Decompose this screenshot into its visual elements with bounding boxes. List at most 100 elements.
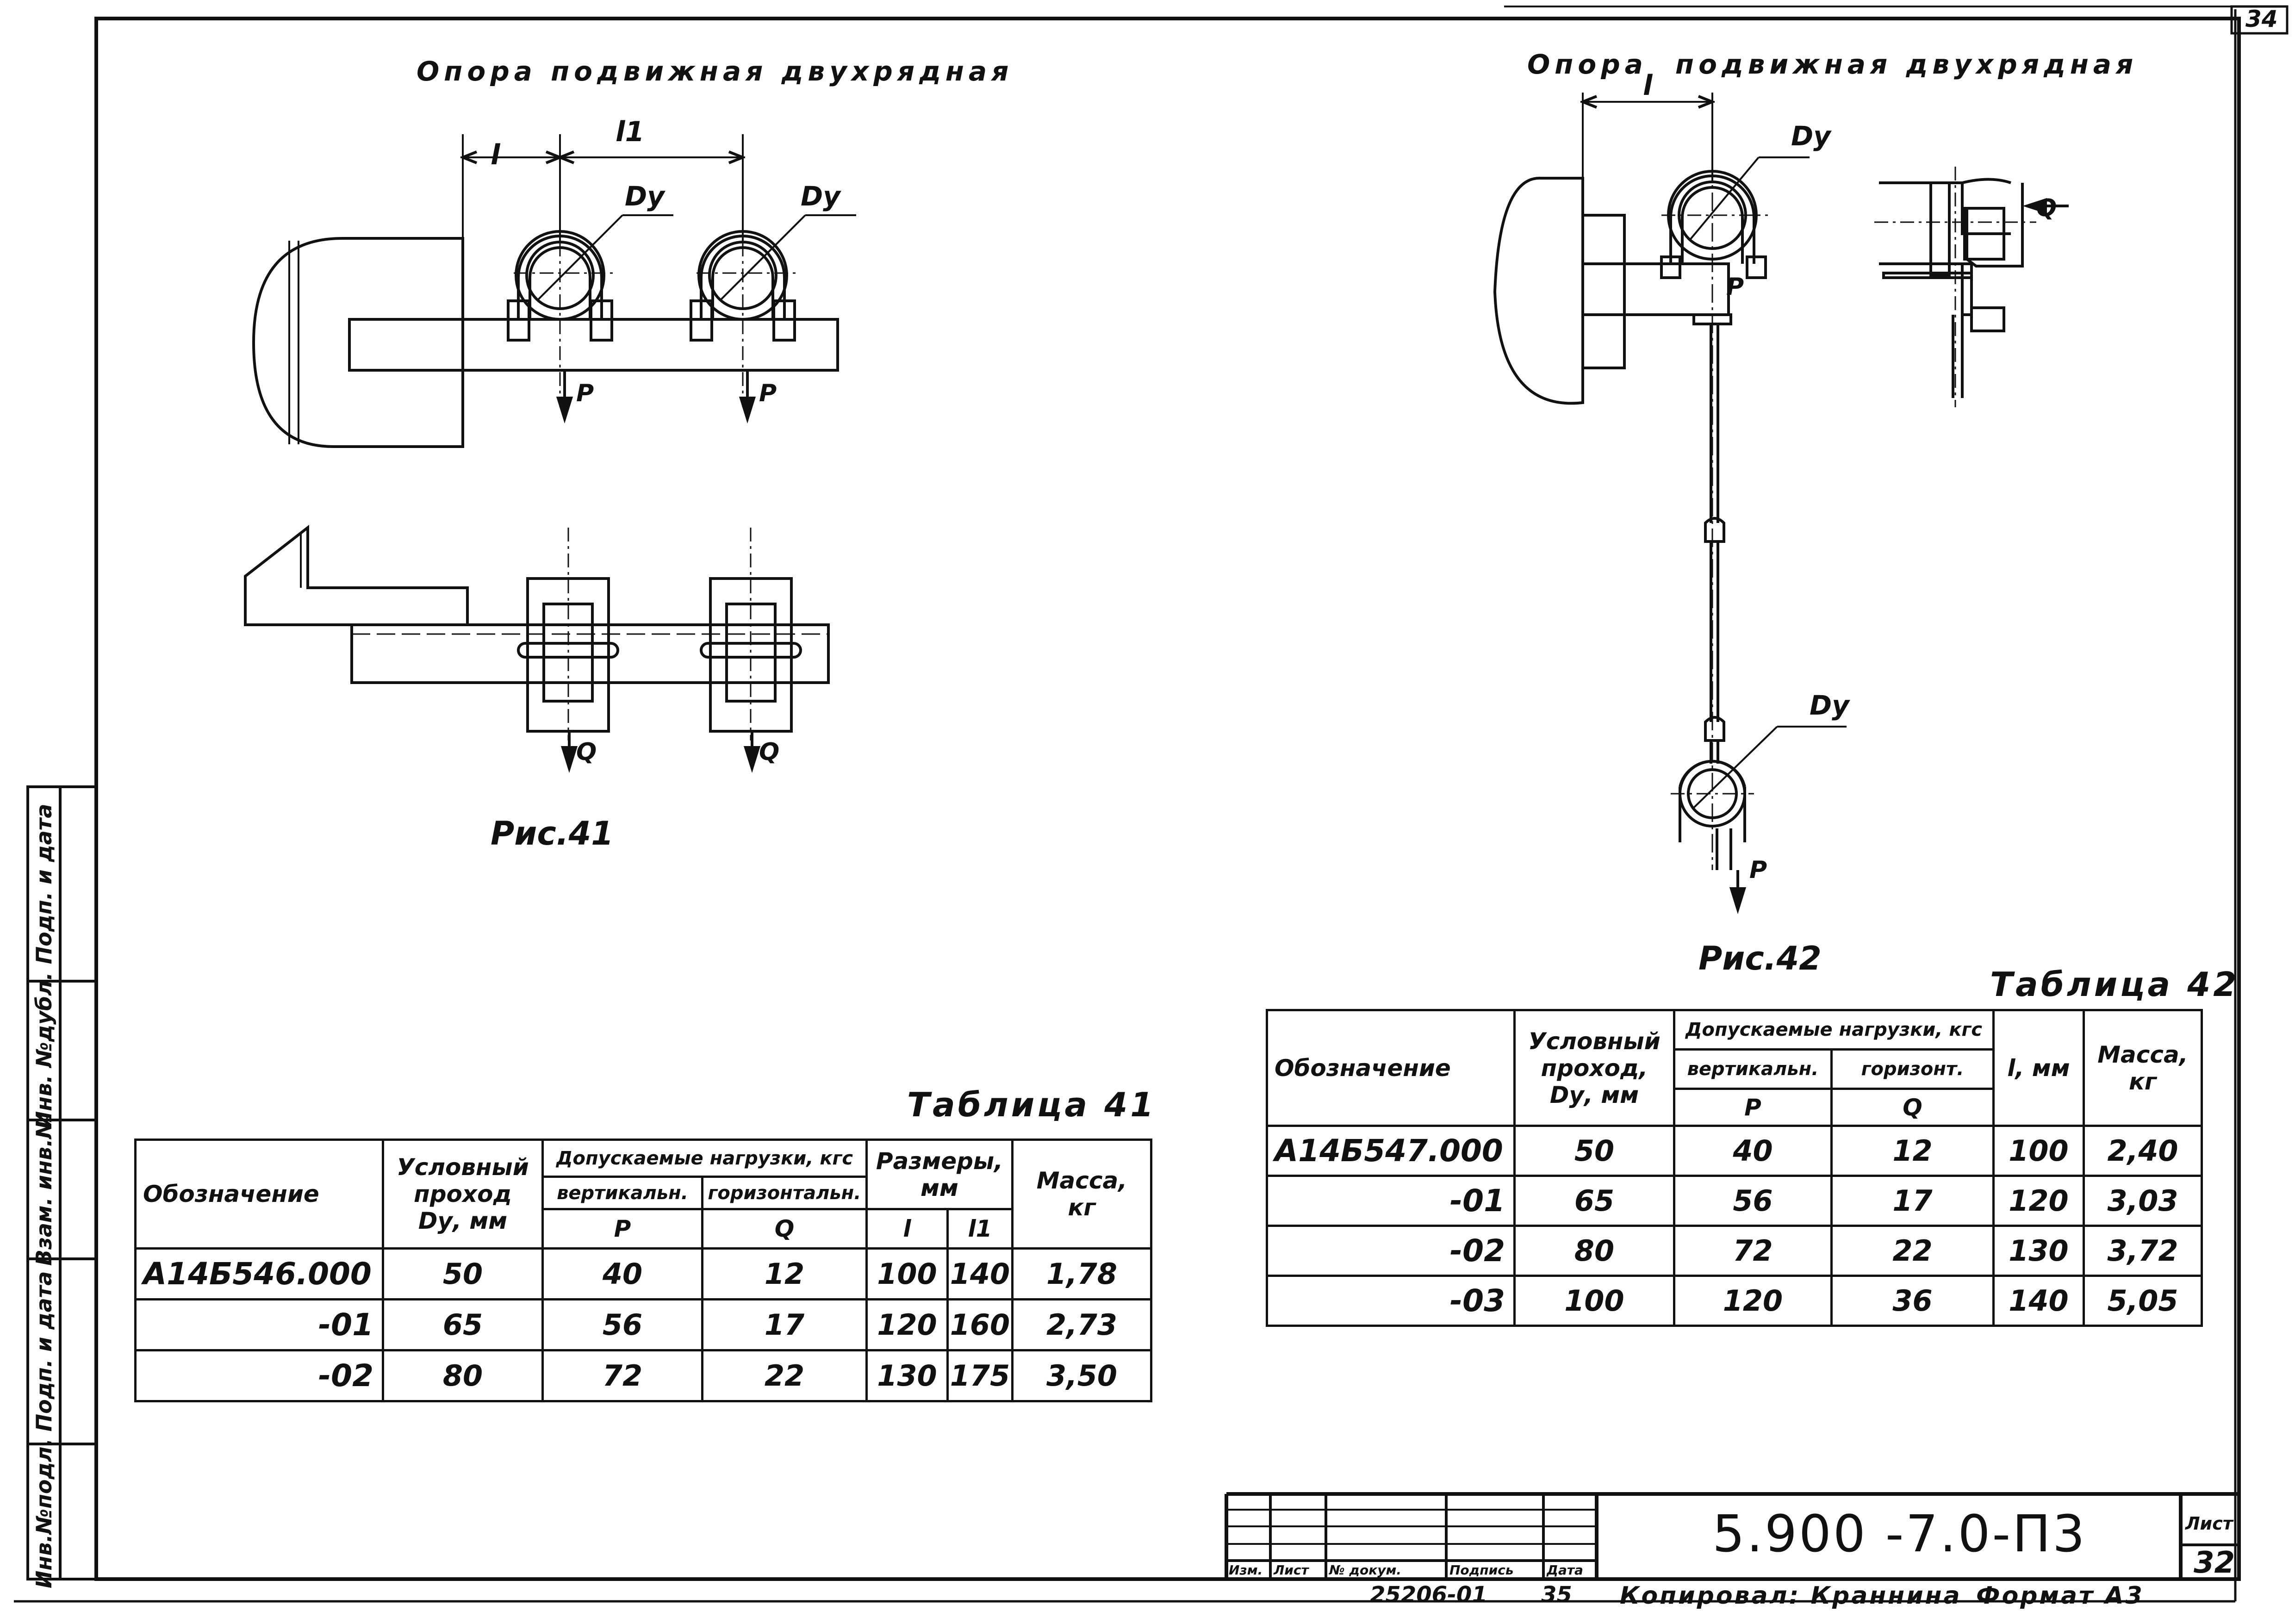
table41-header-mass: Масса, кг (1011, 1139, 1152, 1250)
table42: Обозначение Условный проход, Dу, мм Допу… (1266, 1009, 2203, 1327)
footer-code: 25206-01 (1370, 1582, 1487, 1608)
table42-cell-designation: -03 (1266, 1275, 1516, 1327)
table41-cell-l1: 140 (946, 1247, 1014, 1300)
table41-header-p: P (541, 1208, 703, 1250)
table41-header-l: l (865, 1208, 949, 1250)
table42-cell-mass: 5,05 (2083, 1275, 2203, 1327)
table42-cell-p: 40 (1673, 1125, 1833, 1177)
table41-cell-l: 120 (865, 1298, 949, 1351)
table42-header-loads: Допускаемые нагрузки, кгс (1673, 1009, 1995, 1051)
table41-header-nominal-line3: Dу, мм (418, 1207, 508, 1234)
table42-cell-mass: 3,03 (2083, 1175, 2203, 1227)
table41-cell-l1: 175 (946, 1349, 1014, 1402)
table41-cell-designation: -01 (134, 1298, 384, 1351)
table41-header-nominal: Условный проход Dу, мм (382, 1139, 544, 1250)
table41: Обозначение Условный проход Dу, мм Допус… (134, 1139, 1152, 1402)
side-stamp-inv-no: Инв.№подл. (31, 1438, 56, 1588)
table42-header-p: P (1673, 1088, 1833, 1127)
table42-header-mass-line2: кг (2128, 1068, 2157, 1095)
title-col-label-signature: Подпись (1449, 1562, 1514, 1578)
fig41-dim-l: l (491, 139, 500, 171)
fig42-p-label-bottom: P (1749, 856, 1767, 884)
table42-cell-p: 72 (1673, 1225, 1833, 1277)
table42-header-mass: Масса, кг (2083, 1009, 2203, 1127)
table41-header-q: Q (701, 1208, 868, 1250)
table42-cell-dy: 80 (1513, 1225, 1675, 1277)
table41-cell-q: 22 (701, 1349, 868, 1402)
sheet-label: Лист (2185, 1513, 2233, 1534)
sheet-format: Формат А3 (1976, 1582, 2144, 1610)
fig42-view (1493, 93, 2069, 915)
table42-header-vertical: вертикальн. (1673, 1048, 1833, 1090)
table-row: А14Б547.000 50 40 12 100 2,40 (1266, 1125, 2203, 1177)
table42-cell-dy: 50 (1513, 1125, 1675, 1177)
table-row: -01 65 56 17 120 160 2,73 (134, 1298, 1152, 1351)
footer-num: 35 (1541, 1582, 1572, 1608)
fig42-dim-l: l (1643, 69, 1653, 102)
table42-cell-designation: -01 (1266, 1175, 1516, 1227)
table42-name: Таблица 42 (1990, 965, 2239, 1004)
table42-cell-l: 140 (1992, 1275, 2085, 1327)
table42-cell-q: 22 (1830, 1225, 1995, 1277)
fig42-p-label-top: P (1726, 273, 1744, 301)
table41-cell-mass: 1,78 (1011, 1247, 1152, 1300)
fig41-q-label-1: Q (576, 738, 597, 766)
table42-header-nominal-line2: проход, (1541, 1054, 1648, 1082)
table42-cell-q: 36 (1830, 1275, 1995, 1327)
table41-name: Таблица 41 (907, 1085, 1157, 1124)
fig42-caption: Рис.42 (1698, 940, 1822, 977)
table41-cell-mass: 3,50 (1011, 1349, 1152, 1402)
document-number: 5.900 -7.0-П3 (1712, 1504, 2087, 1563)
table41-cell-p: 56 (541, 1298, 703, 1351)
fig41-caption: Рис.41 (491, 815, 614, 852)
table41-cell-l1: 160 (946, 1298, 1014, 1351)
table42-cell-dy: 100 (1513, 1275, 1675, 1327)
fig42-title-part1: Опора (1527, 49, 1648, 80)
table41-cell-dy: 65 (382, 1298, 544, 1351)
side-stamp-dup-inv: Инв. №дубл. (31, 972, 56, 1129)
fig42-dy-label-top: Dу (1791, 120, 1831, 152)
title-block-frame (1225, 1492, 2239, 1579)
table-row: -01 65 56 17 120 3,03 (1266, 1175, 2203, 1227)
table41-header-dims-line2: мм (920, 1174, 958, 1201)
table41-header-designation: Обозначение (134, 1139, 384, 1250)
table41-header-horizontal: горизонтальн. (701, 1176, 868, 1210)
table41-header-dims: Размеры, мм (865, 1139, 1014, 1210)
table41-cell-designation: А14Б546.000 (134, 1247, 384, 1300)
table42-header-q: Q (1830, 1088, 1995, 1127)
table41-cell-l: 130 (865, 1349, 949, 1402)
table42-cell-mass: 2,40 (2083, 1125, 2203, 1177)
table41-cell-q: 17 (701, 1298, 868, 1351)
corner-number-box (2230, 5, 2289, 35)
table42-header-nominal: Условный проход, Dу, мм (1513, 1009, 1675, 1127)
table42-cell-q: 17 (1830, 1175, 1995, 1227)
table41-header-mass-line1: Масса, (1036, 1167, 1127, 1194)
table42-header-nominal-line3: Dу, мм (1549, 1081, 1639, 1108)
table42-header-horizontal: горизонт. (1830, 1048, 1995, 1090)
title-col-label-change: Изм. (1229, 1562, 1263, 1578)
fig41-p-label-1: P (576, 380, 594, 407)
table42-cell-l: 100 (1992, 1125, 2085, 1177)
table42-cell-q: 12 (1830, 1125, 1995, 1177)
table42-cell-p: 56 (1673, 1175, 1833, 1227)
table41-cell-mass: 2,73 (1011, 1298, 1152, 1351)
fig41-dim-l1: l1 (616, 116, 645, 148)
table41-header-vertical: вертикальн. (541, 1176, 703, 1210)
table42-cell-designation: А14Б547.000 (1266, 1125, 1516, 1177)
title-col-label-doc-no: № докум. (1329, 1562, 1402, 1578)
side-stamp-frame (26, 785, 98, 1580)
table41-cell-p: 40 (541, 1247, 703, 1300)
sheet-number: 32 (2194, 1546, 2235, 1580)
table41-cell-q: 12 (701, 1247, 868, 1300)
fig42-q-label: Q (2036, 194, 2057, 222)
table42-header-designation: Обозначение (1266, 1009, 1516, 1127)
table41-cell-dy: 50 (382, 1247, 544, 1300)
table42-cell-p: 120 (1673, 1275, 1833, 1327)
table41-header-mass-line2: кг (1068, 1194, 1096, 1221)
table42-cell-mass: 3,72 (2083, 1225, 2203, 1277)
table41-header-nominal-line2: проход (414, 1181, 512, 1207)
sheet-corner-number: 34 (2245, 6, 2278, 32)
table41-header-nominal-line1: Условный (397, 1154, 529, 1181)
title-col-label-sheet: Лист (1274, 1562, 1309, 1578)
fig41-plan-view (244, 524, 830, 773)
